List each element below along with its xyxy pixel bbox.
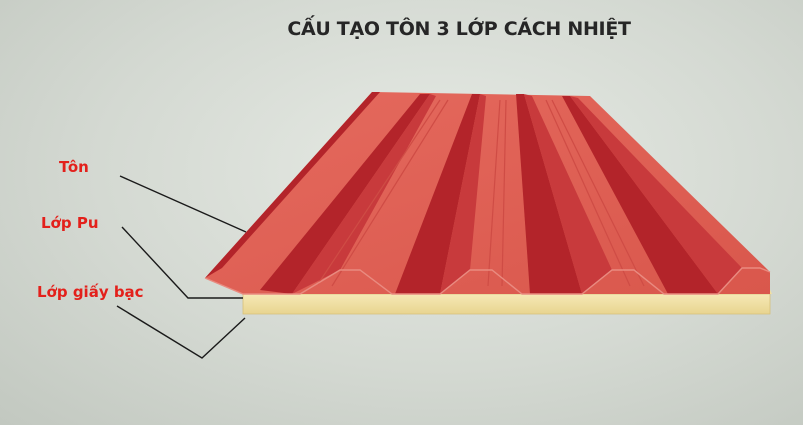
leader-line-foil [116, 305, 246, 359]
roof-sheet [204, 92, 771, 295]
label-ton: Tôn [59, 158, 89, 176]
leader-line-pu [121, 226, 243, 299]
diagram-title: CẤU TẠO TÔN 3 LỚP CÁCH NHIỆT [287, 18, 631, 40]
label-pu-layer: Lớp Pu [41, 214, 99, 232]
label-foil-layer: Lớp giấy bạc [37, 283, 144, 301]
pu-foam-layer [242, 293, 771, 315]
leader-line-ton [119, 175, 247, 233]
